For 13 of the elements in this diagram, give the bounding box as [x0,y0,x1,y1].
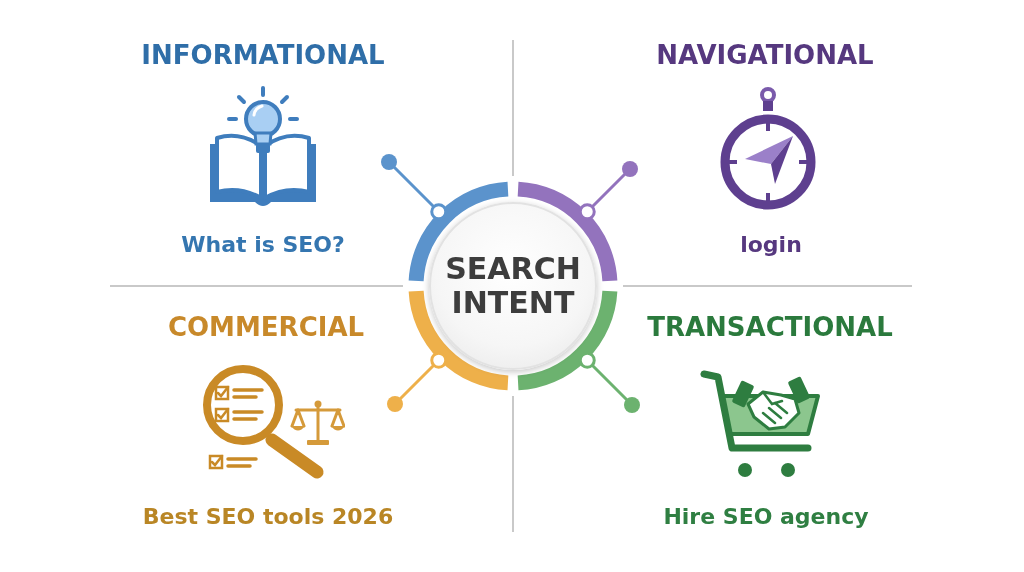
category-heading: NAVIGATIONAL [656,42,874,68]
category-heading: COMMERCIAL [167,314,365,340]
category-heading: INFORMATIONAL [141,42,385,68]
connector [578,351,640,413]
example-query: What is SEO? [181,234,345,256]
connector [387,351,448,412]
hub-title: SEARCH INTENT [444,252,582,320]
example-query: login [740,234,802,256]
category-heading: TRANSACTIONAL [647,314,893,340]
example-query: Best SEO tools 2026 [142,506,394,528]
example-query: Hire SEO agency [663,506,869,528]
connector [578,161,638,221]
connector [381,154,448,221]
